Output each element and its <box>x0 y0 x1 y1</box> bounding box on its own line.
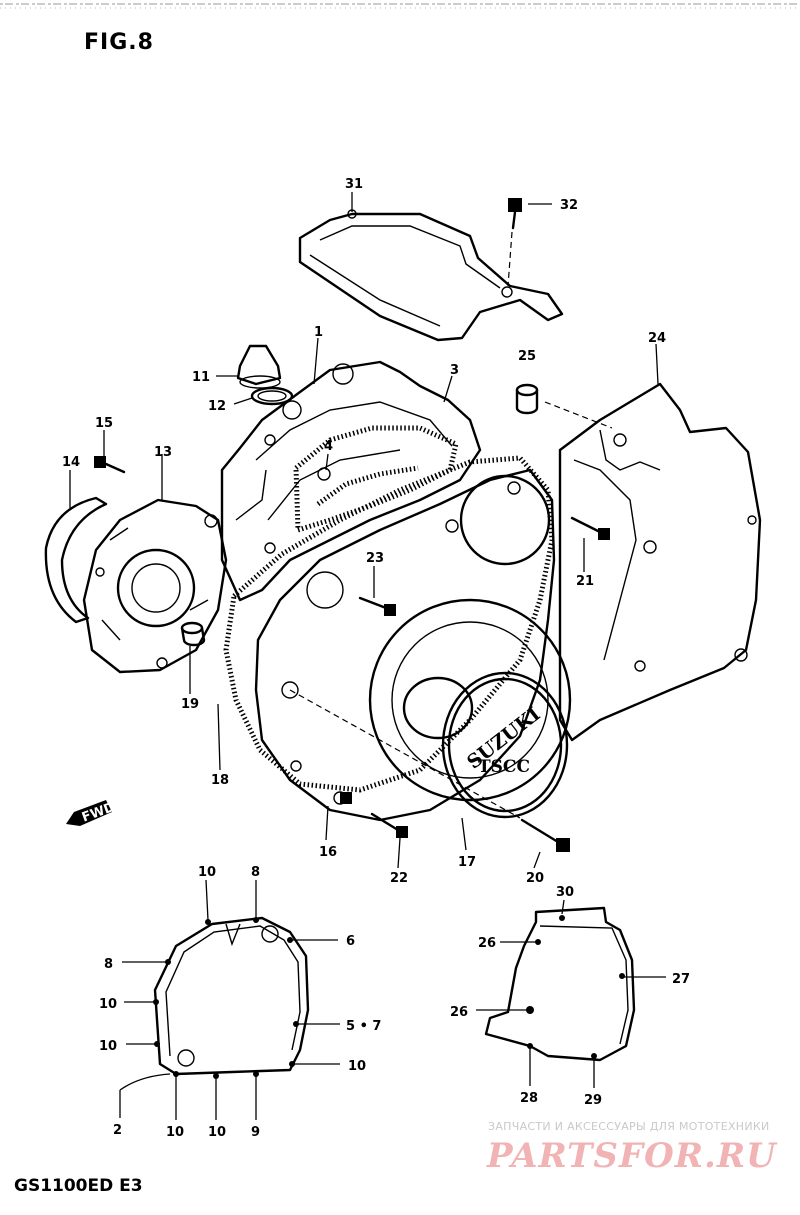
callout-24: 24 <box>648 331 666 346</box>
part-24-cover <box>558 382 762 742</box>
callout-26a: 26 <box>478 936 496 951</box>
part-22-bolt <box>370 812 408 838</box>
logo-sub-text: TSCC <box>478 757 530 777</box>
callout-1: 1 <box>314 325 323 340</box>
watermark-logo: PARTSFOR.RU <box>487 1136 777 1176</box>
callout-21: 21 <box>576 574 594 589</box>
front-arrow: FWD <box>66 800 117 826</box>
part-19-dowel <box>180 621 206 647</box>
callout-8b: 8 <box>104 957 113 972</box>
callout-10c: 10 <box>99 1039 117 1054</box>
part-32-bolt <box>507 198 522 287</box>
callout-23: 23 <box>366 551 384 566</box>
callout-10a: 10 <box>198 865 216 880</box>
callout-10b: 10 <box>99 997 117 1012</box>
part-1-crankcase-cover <box>220 360 482 602</box>
part-23-bolt <box>358 596 396 616</box>
callout-4: 4 <box>324 439 333 454</box>
callout-29: 29 <box>584 1093 602 1108</box>
callout-9: 9 <box>251 1125 260 1140</box>
callout-28: 28 <box>520 1091 538 1106</box>
scan-border <box>0 3 800 9</box>
callout-2: 2 <box>113 1123 122 1138</box>
callout-16: 16 <box>319 845 337 860</box>
callout-20: 20 <box>526 871 544 886</box>
model-code: GS1100ED E3 <box>14 1176 143 1196</box>
part-cover-body <box>254 468 572 822</box>
part-14-gasket <box>44 496 108 624</box>
part-31-shield <box>298 209 564 342</box>
callout-11: 11 <box>192 370 210 385</box>
callout-10d: 10 <box>348 1059 366 1074</box>
leader-lines <box>69 192 666 1120</box>
callout-22: 22 <box>390 871 408 886</box>
part-12-oring <box>250 386 294 406</box>
callout-17: 17 <box>458 855 476 870</box>
callout-3: 3 <box>450 363 459 378</box>
callout-10e: 10 <box>166 1125 184 1140</box>
part-17-logo-cover: SUZUKI TSCC <box>441 671 569 819</box>
part-3-gasket <box>293 425 459 534</box>
callout-25: 25 <box>518 349 536 364</box>
part-16-bolt <box>340 792 352 804</box>
callout-19: 19 <box>181 697 199 712</box>
part-25-dowel <box>515 383 613 429</box>
part-11-cap <box>236 344 282 389</box>
callout-15: 15 <box>95 416 113 431</box>
callout-6: 6 <box>346 934 355 949</box>
part-13-cover <box>82 498 228 674</box>
part-15-bolt <box>94 456 126 474</box>
callout-27: 27 <box>672 972 690 987</box>
figure-title: FIG.8 <box>84 30 154 55</box>
callout-14: 14 <box>62 455 80 470</box>
callout-10f: 10 <box>208 1125 226 1140</box>
callout-8a: 8 <box>251 865 260 880</box>
watermark-subtitle: ЗАПЧАСТИ И АКСЕССУАРЫ ДЛЯ МОТОТЕХНИКИ <box>488 1120 770 1133</box>
part-21-bolt <box>570 516 610 540</box>
part-2-gasket-detail <box>153 916 310 1079</box>
callout-32: 32 <box>560 198 578 213</box>
callout-18: 18 <box>211 773 229 788</box>
part-20-bolt <box>289 689 570 852</box>
part-18-gasket <box>223 455 555 793</box>
part-3-gasket-inner <box>316 465 419 507</box>
callout-labels: 31 32 1 3 11 12 4 25 24 15 14 13 23 21 1… <box>62 177 690 1140</box>
callout-5-7: 5 • 7 <box>346 1019 381 1034</box>
callout-12: 12 <box>208 399 226 414</box>
callout-26b: 26 <box>450 1005 468 1020</box>
callout-13: 13 <box>154 445 172 460</box>
part-gasket-detail-right <box>484 906 636 1062</box>
callout-30: 30 <box>556 885 574 900</box>
callout-31: 31 <box>345 177 363 192</box>
